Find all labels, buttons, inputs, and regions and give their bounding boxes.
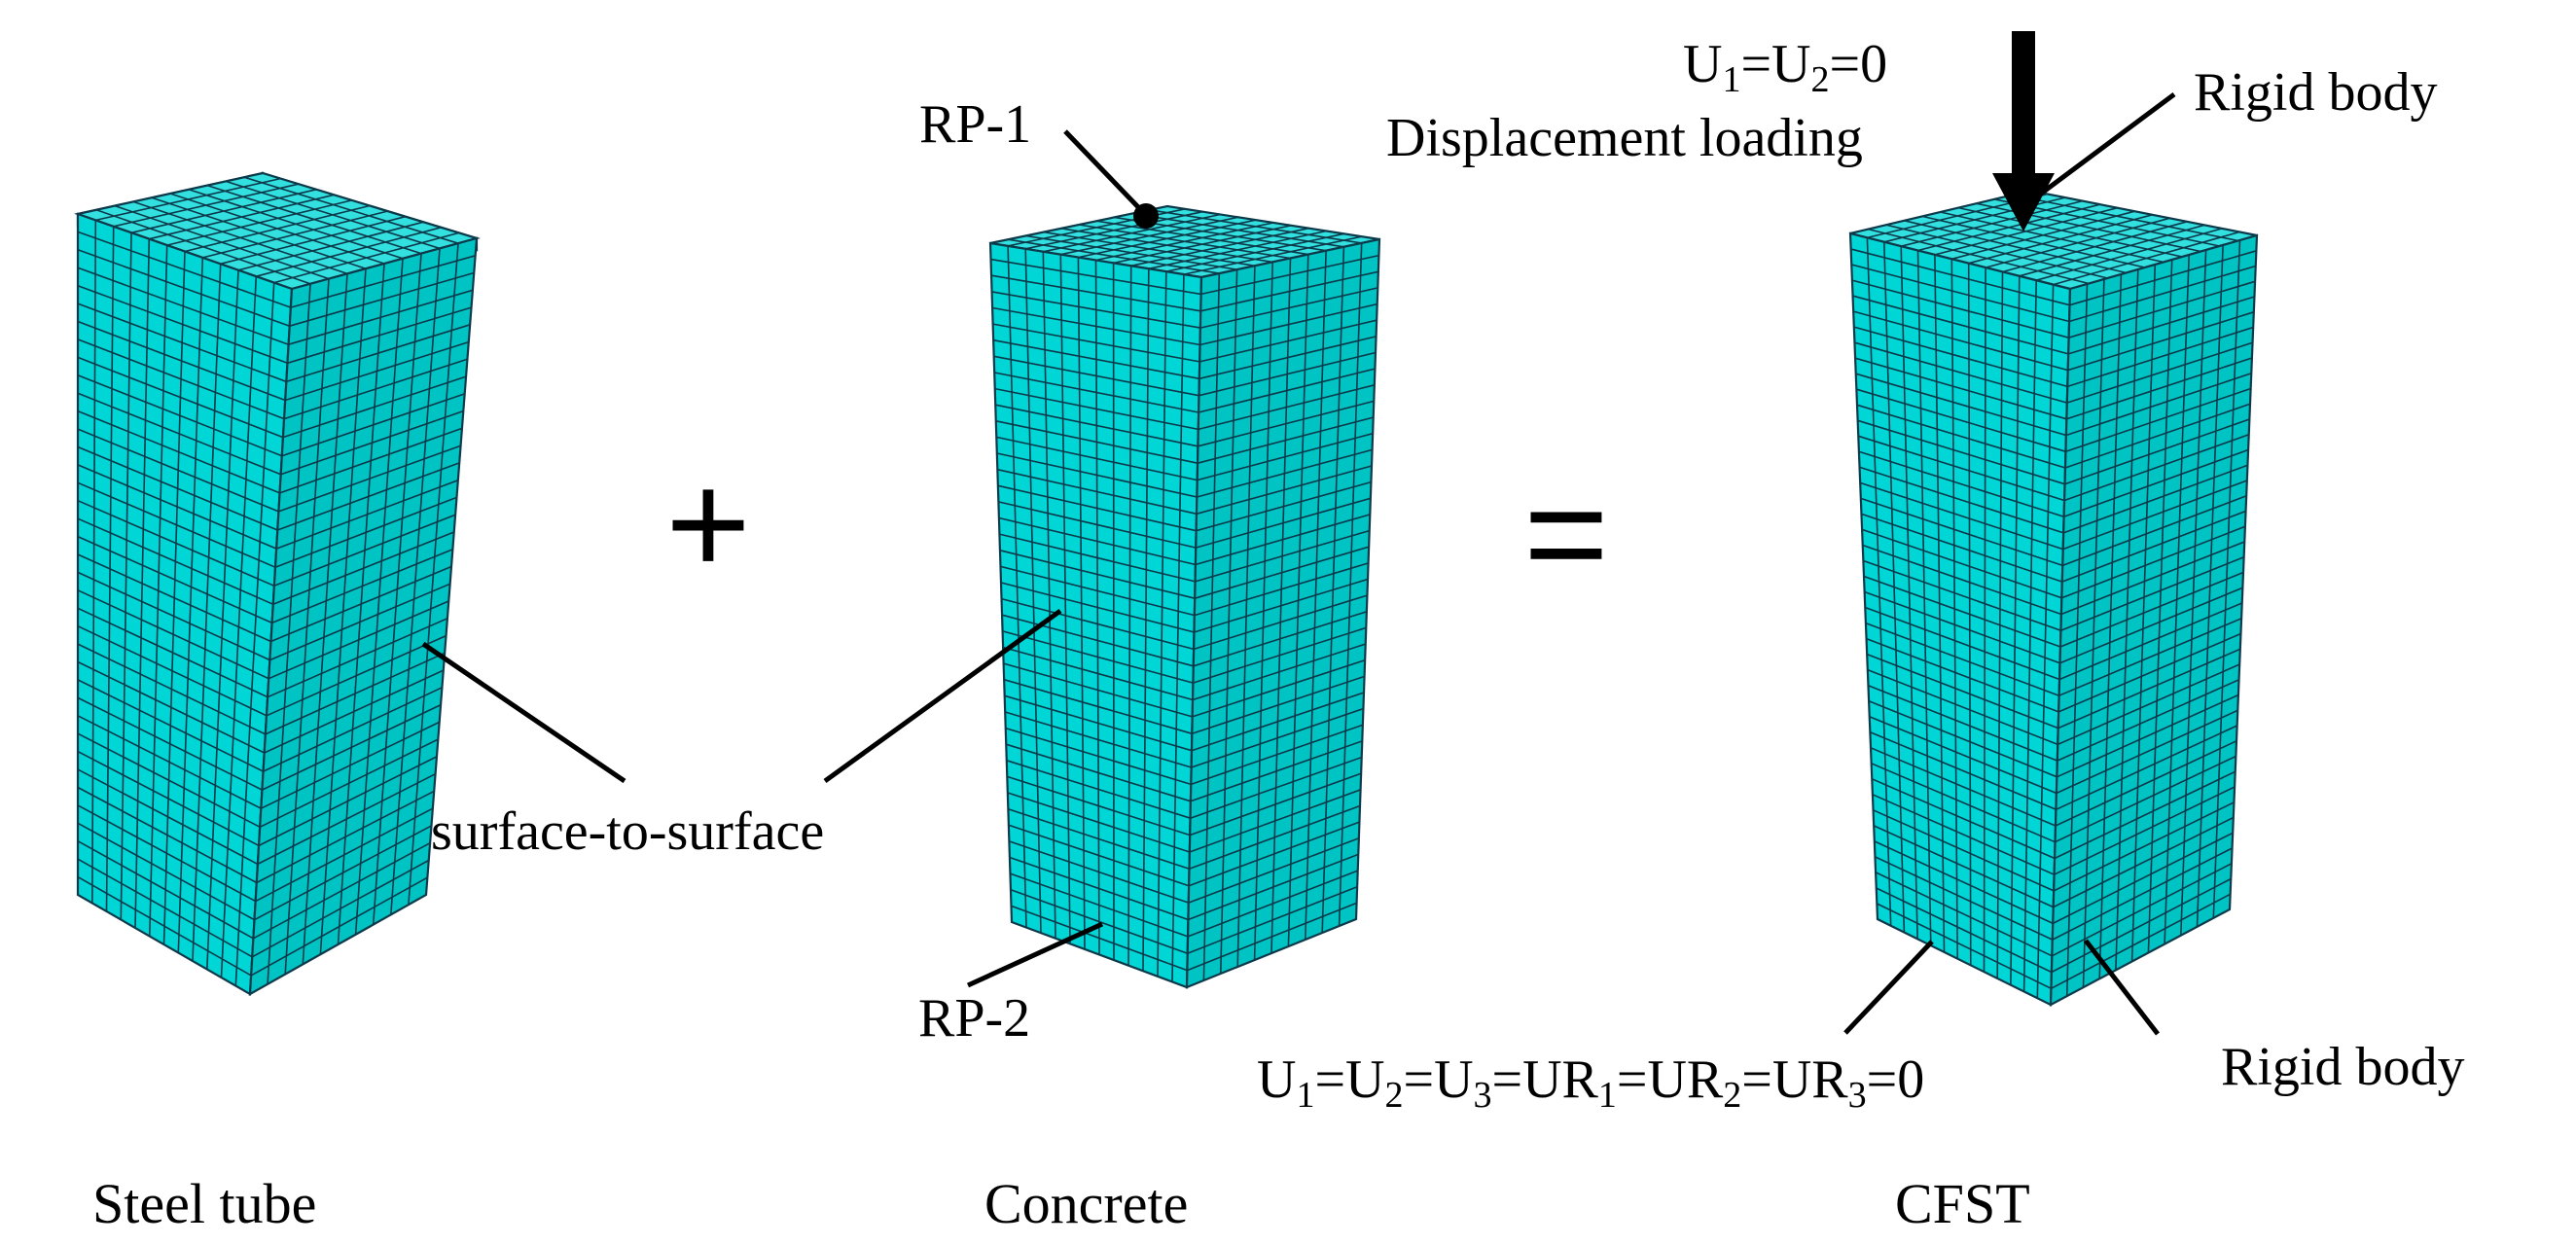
rigid-body-bottom-label: Rigid body xyxy=(2221,1037,2464,1097)
cfst-side xyxy=(2049,233,2259,1007)
rigid-body-top-label: Rigid body xyxy=(2194,62,2437,123)
steel-tube-front xyxy=(76,212,294,996)
rp2-label: RP-2 xyxy=(918,988,1030,1049)
cfst-front xyxy=(1848,231,2072,1007)
top-boundary-condition: U1=U2=0 xyxy=(1683,34,1887,100)
surface-to-surface-label: surface-to-surface xyxy=(431,801,824,862)
mesh-bodies xyxy=(73,171,2259,1007)
rp1-point xyxy=(1133,203,1159,229)
rp1-leader xyxy=(1063,129,1142,211)
equals-operator: = xyxy=(1523,451,1609,615)
surface-leader-left xyxy=(421,641,626,784)
load-arrow-shaft xyxy=(2012,31,2035,177)
bottom-boundary-condition: U1=U2=U3=UR1=UR2=UR3=0 xyxy=(1257,1049,1924,1116)
leader-lines xyxy=(421,91,2176,1036)
load-arrow-head xyxy=(1992,173,2055,231)
load-arrow xyxy=(1992,31,2055,231)
plus-operator: + xyxy=(665,442,751,605)
rp1-label: RP-1 xyxy=(919,94,1031,155)
rp2-leader xyxy=(966,921,1104,988)
bottom-support-leader xyxy=(1843,940,1934,1035)
concrete-side xyxy=(1185,237,1381,989)
steel-tube-side xyxy=(248,236,479,996)
displacement-loading-label: Displacement loading xyxy=(1386,108,1863,168)
caption-cfst: CFST xyxy=(1895,1172,2030,1235)
caption-concrete: Concrete xyxy=(984,1172,1188,1235)
caption-steel-tube: Steel tube xyxy=(92,1172,316,1235)
surface-leader-right xyxy=(823,608,1062,784)
rigid-bottom-leader xyxy=(2084,939,2160,1036)
concrete-front xyxy=(988,241,1203,989)
rigid-top-leader xyxy=(2031,91,2176,202)
